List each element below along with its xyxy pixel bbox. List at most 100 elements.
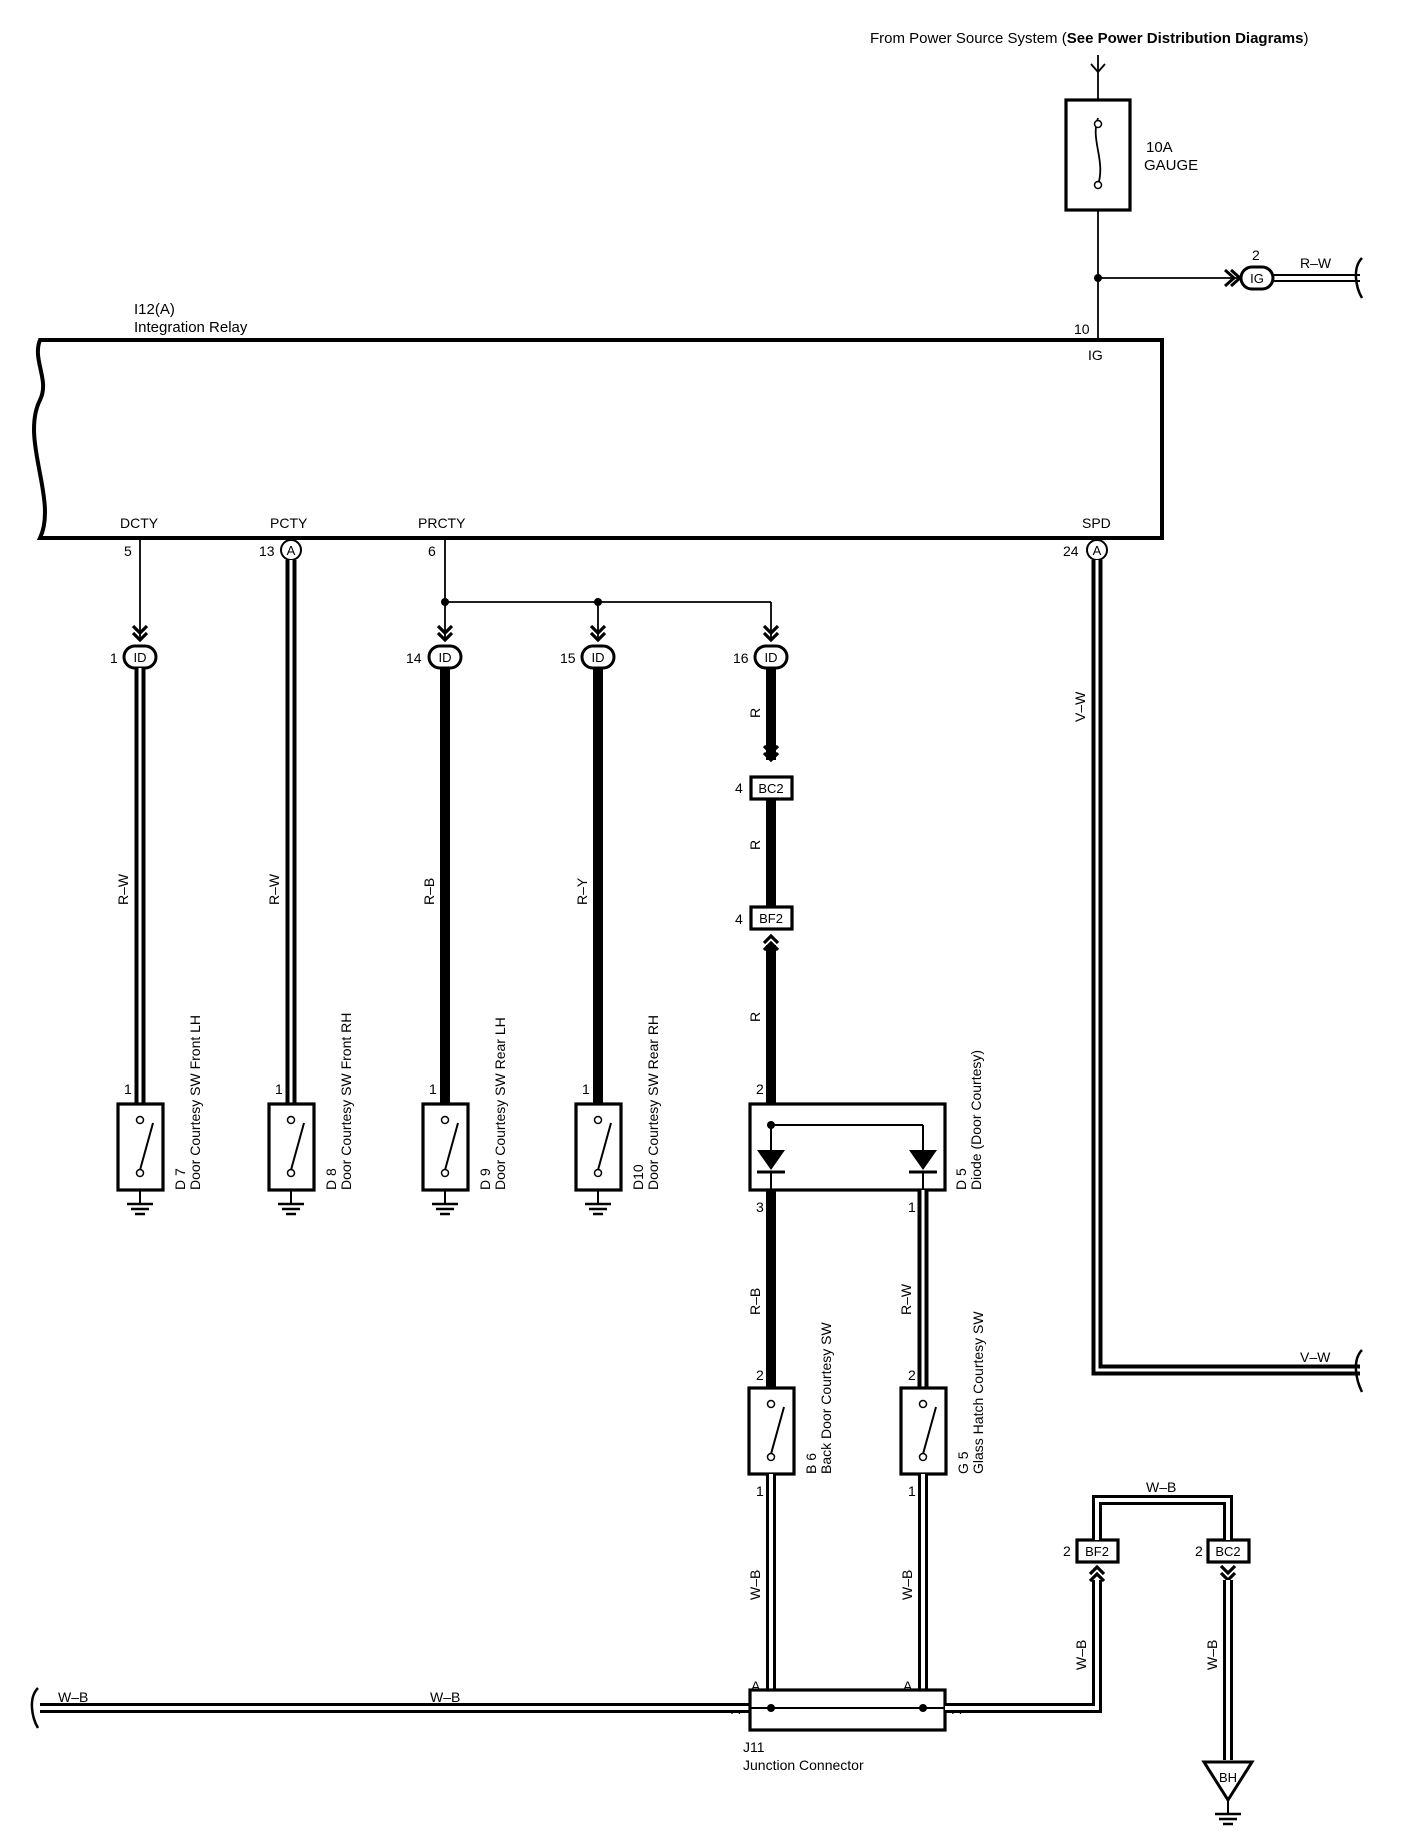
d8-name: Door Courtesy SW Front RH — [338, 1013, 354, 1190]
svg-text:ID: ID — [592, 650, 605, 665]
ground-d9 — [430, 1188, 460, 1216]
wire-color-g5-bottom: W–B — [899, 1570, 915, 1600]
ig-connector-pin: 2 — [1252, 247, 1260, 263]
wire-color-r-2: R — [747, 840, 763, 850]
fuse-10a-gauge — [1064, 98, 1132, 212]
wire-color-b6-top: R–B — [747, 1288, 763, 1315]
wire-color-g5-top: R–W — [898, 1283, 914, 1315]
id-connector-15: ID — [580, 644, 616, 670]
svg-text:ID: ID — [765, 650, 778, 665]
wire-color-d10: R–Y — [574, 877, 590, 905]
junction-connector — [748, 1688, 947, 1732]
svg-text:ID: ID — [134, 650, 147, 665]
ground-d7 — [125, 1188, 155, 1216]
relay-pin-5: 5 — [124, 543, 132, 559]
id-connector-14: ID — [427, 644, 463, 670]
fuse-name: GAUGE — [1144, 157, 1198, 174]
b6-name: Back Door Courtesy SW — [818, 1322, 834, 1474]
wire-color-bc2-down: W–B — [1204, 1640, 1220, 1670]
fuse-rating: 10A — [1146, 139, 1173, 156]
d10-pin: 1 — [582, 1081, 590, 1097]
junction-pin-top-2: A — [903, 1678, 913, 1694]
wire-color-ground-left: W–B — [58, 1689, 88, 1705]
door-courtesy-switch-rear-rh — [574, 1102, 623, 1192]
ig-wire-out — [1273, 257, 1364, 299]
b6-code: B 6 — [803, 1453, 819, 1474]
id-pin-15: 15 — [560, 650, 576, 666]
pcty-marker: A — [280, 539, 302, 561]
wire-color-r-1: R — [747, 708, 763, 718]
bf2-top-pin: 4 — [735, 911, 743, 927]
relay-pin-24: 24 — [1063, 543, 1079, 559]
diode-door-courtesy — [748, 1102, 947, 1192]
diode-pin-out-3: 3 — [756, 1199, 764, 1215]
id-connector-1: ID — [122, 644, 158, 670]
d10-name: Door Courtesy SW Rear RH — [645, 1015, 661, 1190]
relay-pin-label-pcty: PCTY — [270, 515, 308, 531]
wire-color-spd: V–W — [1072, 691, 1088, 722]
ig-connector-label: IG — [1250, 271, 1264, 286]
wire-color-bf2-down: W–B — [1073, 1640, 1089, 1670]
door-courtesy-switch-rear-lh — [421, 1102, 470, 1192]
wire-color-d7: R–W — [115, 873, 131, 905]
bf2-bottom-connector: BF2 — [1075, 1538, 1120, 1564]
wire-bf2-bc2-bridge — [1092, 1495, 1233, 1540]
relay-pin-6: 6 — [428, 543, 436, 559]
ground-point-label: BH — [1219, 1770, 1237, 1785]
back-door-courtesy-switch — [747, 1386, 796, 1476]
ground-d10 — [583, 1188, 613, 1216]
g5-code: G 5 — [955, 1451, 971, 1474]
wire-spd — [1091, 560, 1364, 1393]
b6-pin-bottom: 1 — [756, 1483, 764, 1499]
ground-point-bh: BH — [1201, 1760, 1255, 1826]
d7-code: D 7 — [172, 1168, 188, 1190]
diode-code: D 5 — [953, 1168, 969, 1190]
bf2-bottom-pin: 2 — [1063, 1543, 1071, 1559]
junction-pin-top-1: A — [751, 1678, 761, 1694]
d8-code: D 8 — [323, 1168, 339, 1190]
g5-pin-top: 2 — [908, 1367, 916, 1383]
junction-name: Junction Connector — [743, 1757, 864, 1773]
svg-text:A: A — [287, 543, 296, 558]
diode-pin-out-1: 1 — [908, 1199, 916, 1215]
d10-code: D10 — [630, 1164, 646, 1190]
d7-name: Door Courtesy SW Front LH — [187, 1015, 203, 1190]
svg-text:BC2: BC2 — [758, 781, 783, 796]
spd-marker: A — [1086, 539, 1108, 561]
diode-name: Diode (Door Courtesy) — [968, 1050, 984, 1190]
wire-color-ground-mid: W–B — [430, 1689, 460, 1705]
ig-wire-color: R–W — [1300, 255, 1332, 271]
svg-text:ID: ID — [439, 650, 452, 665]
relay-pin-13: 13 — [259, 543, 275, 559]
integration-relay-box — [32, 338, 1164, 540]
d9-code: D 9 — [477, 1168, 493, 1190]
glass-hatch-courtesy-switch — [899, 1386, 948, 1476]
g5-pin-bottom: 1 — [908, 1483, 916, 1499]
wire-ground-left — [30, 1687, 750, 1729]
g5-name: Glass Hatch Courtesy SW — [970, 1311, 986, 1474]
wire-color-spd-end: V–W — [1300, 1349, 1331, 1365]
bc2-bottom-pin: 2 — [1195, 1543, 1203, 1559]
relay-ig-label: IG — [1088, 347, 1103, 363]
svg-text:A: A — [1093, 543, 1102, 558]
bf2-top-connector: BF2 — [749, 905, 794, 931]
relay-code: I12(A) — [134, 301, 175, 318]
d8-pin: 1 — [275, 1081, 283, 1097]
junction-code: J11 — [743, 1739, 765, 1755]
id-connector-16: ID — [753, 644, 789, 670]
wire-color-r-3: R — [747, 1012, 763, 1022]
ig-connector: IG — [1239, 265, 1275, 291]
id-pin-1: 1 — [110, 650, 118, 666]
door-courtesy-switch-front-lh — [116, 1102, 165, 1192]
b6-pin-top: 2 — [756, 1367, 764, 1383]
relay-ig-pin: 10 — [1074, 321, 1090, 337]
d7-pin: 1 — [124, 1081, 132, 1097]
diode-pin-in: 2 — [756, 1081, 764, 1097]
relay-pin-label-dcty: DCTY — [120, 515, 159, 531]
svg-text:BF2: BF2 — [759, 911, 783, 926]
relay-name: Integration Relay — [134, 319, 248, 336]
d9-name: Door Courtesy SW Rear LH — [492, 1017, 508, 1190]
door-courtesy-switch-front-rh — [267, 1102, 316, 1192]
bc2-top-pin: 4 — [735, 780, 743, 796]
